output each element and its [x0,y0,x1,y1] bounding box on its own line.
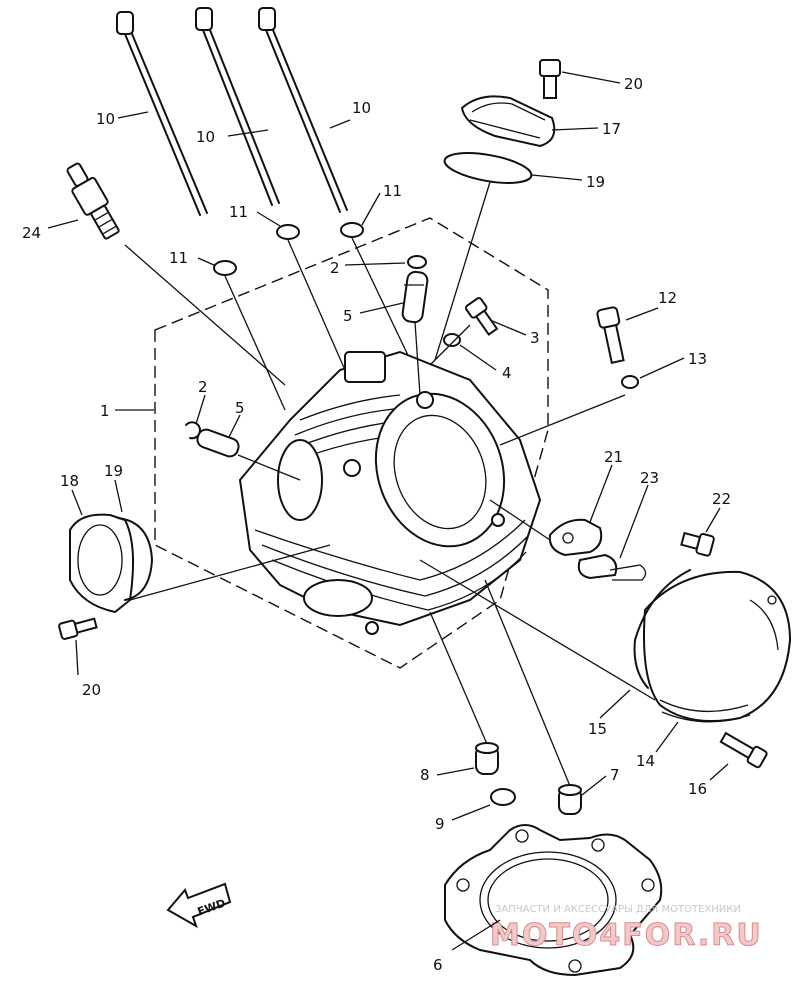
washer-9 [490,788,516,806]
assembly-line-21 [489,499,551,541]
valve-guide-5-top [401,270,429,324]
label-part-11-middle: 11 [229,203,248,221]
side-cover-14 [643,570,792,723]
label-part-19-left: 19 [104,462,123,480]
o-ring-19-left [117,517,153,601]
watermark-tagline: ЗАПЧАСТИ И АКСЕССУАРЫ ДЛЯ МОТОТЕХНИКИ [495,904,741,915]
washer-11-left [213,260,237,276]
forward-direction-arrow: FWD [166,882,232,929]
label-part-14: 14 [636,752,655,770]
assembly-line-11-right [351,237,416,371]
watermark-site: MOTO4FOR.RU [490,918,763,953]
assembly-line-12 [499,394,626,446]
o-ring-15 [633,569,691,689]
clip-2-top [407,255,427,269]
bolt-12 [596,306,625,364]
dowel-pin-8 [475,742,499,775]
label-part-7: 7 [610,766,620,784]
label-part-4: 4 [502,364,512,382]
assembly-line-3 [429,324,471,366]
assembly-line-11-middle [287,239,346,371]
assembly-line-24 [124,244,286,386]
o-ring-19-top [443,152,533,184]
stud-bolt-10-right [258,7,348,213]
label-part-6: 6 [433,956,443,974]
label-part-5-left: 5 [235,399,245,417]
assembly-line-11-left [224,275,286,411]
bolt-20-left [58,617,98,640]
label-part-17: 17 [602,120,621,138]
label-part-24: 24 [22,224,41,242]
tappet-cover-18-left [69,513,135,614]
bolt-22 [680,531,715,557]
assembly-line-5-top [414,321,421,396]
watermark: ЗАПЧАСТИ И АКСЕССУАРЫ ДЛЯ МОТОТЕХНИКИ MO… [490,904,763,954]
assembly-line-14 [419,559,656,701]
label-part-23: 23 [640,469,659,487]
label-part-11-right: 11 [383,182,402,200]
label-part-12: 12 [658,289,677,307]
clip-23 [577,553,647,581]
label-part-2-left: 2 [198,378,208,396]
label-part-3: 3 [530,329,540,347]
part-labels: 10 10 10 11 11 11 24 2 5 3 4 20 17 19 12… [22,75,731,974]
bolt-16 [719,731,768,769]
assembly-line-17 [434,181,491,361]
clip-2-left [185,421,201,440]
label-part-15: 15 [588,720,607,738]
label-part-10-left: 10 [96,110,115,128]
label-part-16: 16 [688,780,707,798]
cylinder-head-assembly-boundary [154,217,549,669]
label-part-1: 1 [100,402,110,420]
assembly-line-8 [429,611,488,745]
bolt-20-top [539,59,561,99]
label-part-9: 9 [435,815,445,833]
label-part-10-middle: 10 [196,128,215,146]
stud-bolt-10-middle [195,7,280,206]
label-part-11-left: 11 [169,249,188,267]
dowel-pin-7 [558,784,582,815]
label-part-22: 22 [712,490,731,508]
label-part-2-top: 2 [330,259,340,277]
leader-lines [47,71,729,951]
washer-11-right [340,222,364,238]
bracket-21 [548,518,603,557]
washer-4 [443,333,461,347]
label-part-20-left: 20 [82,681,101,699]
washer-13 [621,375,639,389]
label-part-5-top: 5 [343,307,353,325]
spark-plug-24 [66,162,120,240]
label-part-18: 18 [60,472,79,490]
head-gasket-6 [444,824,663,977]
label-part-8: 8 [420,766,430,784]
label-part-21: 21 [604,448,623,466]
bolt-3 [465,297,499,336]
assembly-line-5-left [237,454,301,481]
label-part-13: 13 [688,350,707,368]
assembly-line-7 [484,579,571,787]
label-part-10-right: 10 [352,99,371,117]
stud-bolt-10-left [116,11,208,216]
valve-guide-5-left [196,428,240,458]
label-part-20-top: 20 [624,75,643,93]
assembly-line-18 [129,544,331,601]
cylinder-head-1 [238,350,542,635]
tappet-cover-17-top [460,95,556,148]
washer-11-middle [276,224,300,240]
label-part-19-top: 19 [586,173,605,191]
